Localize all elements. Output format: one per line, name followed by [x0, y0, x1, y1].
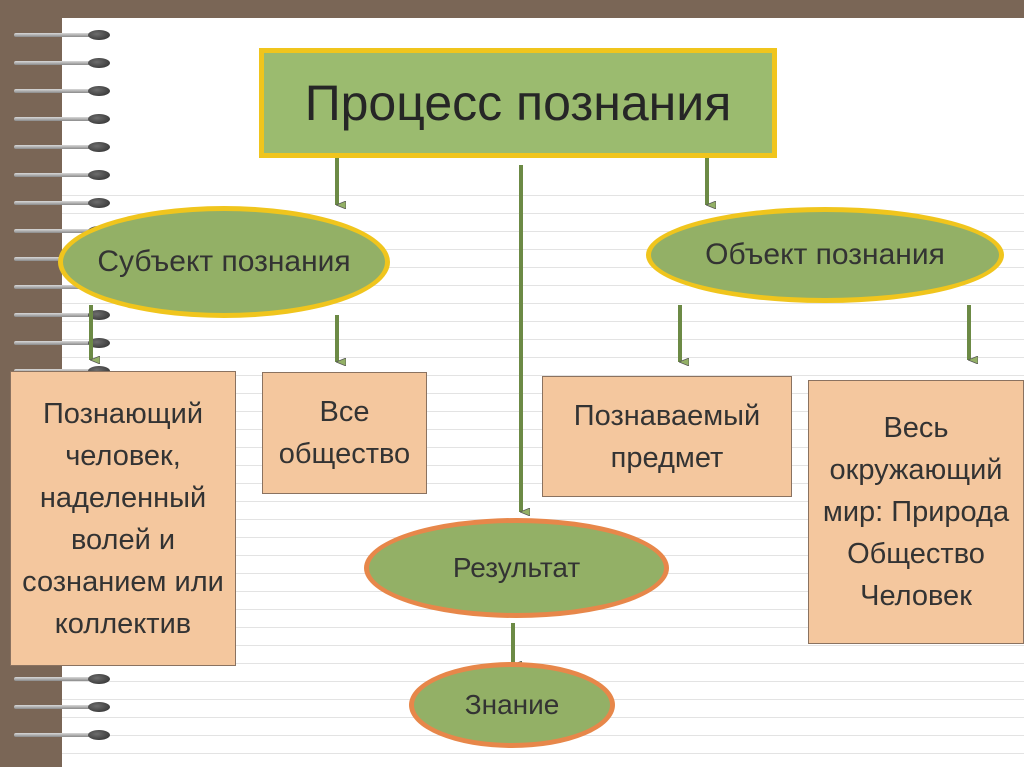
binding-ring — [14, 730, 110, 740]
binding-ring — [14, 30, 110, 40]
result-node: Результат — [364, 518, 669, 618]
binding-ring — [14, 86, 110, 96]
binding-ring — [14, 198, 110, 208]
subject-item-person: Познающий человек, наделенный волей и со… — [10, 371, 236, 666]
binding-ring — [14, 170, 110, 180]
binding-ring — [14, 674, 110, 684]
binding-ring — [14, 702, 110, 712]
object-item-world: Весь окружающий мир: Природа Общество Че… — [808, 380, 1024, 644]
knowledge-node: Знание — [409, 662, 615, 748]
binding-ring — [14, 114, 110, 124]
subject-node: Субъект познания — [58, 206, 390, 318]
binding-ring — [14, 338, 110, 348]
subject-item-society: Все общество — [262, 372, 427, 494]
object-item-subject-matter: Познаваемый предмет — [542, 376, 792, 497]
binding-ring — [14, 142, 110, 152]
object-node: Объект познания — [646, 207, 1004, 303]
binding-ring — [14, 310, 110, 320]
diagram-title: Процесс познания — [259, 48, 777, 158]
binding-ring — [14, 58, 110, 68]
